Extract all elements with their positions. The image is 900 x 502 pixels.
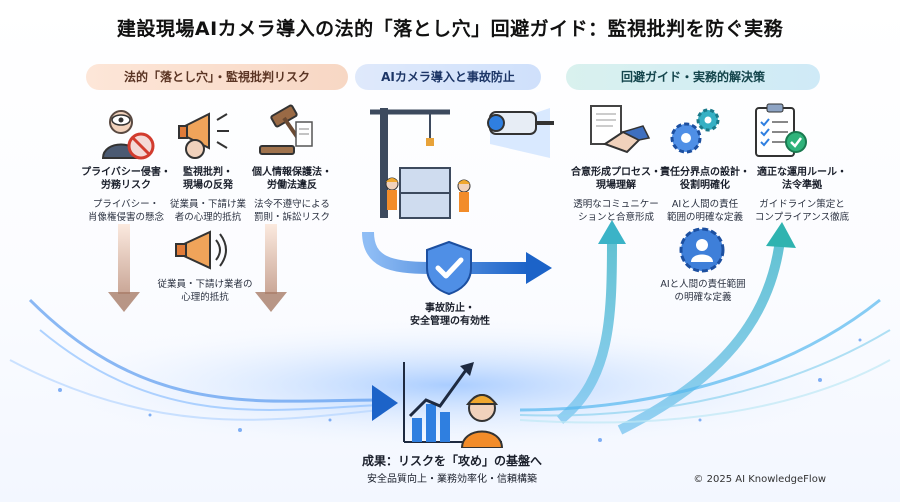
solution-desc-responsibility: AIと人間の責任 範囲の明確な定義 — [666, 199, 743, 223]
solution-title-consensus: 合意形成プロセス・ 現場理解 — [571, 167, 661, 191]
risk-title-law: 個人情報保護法・ 労働法違反 — [252, 167, 332, 191]
solution-desc-rules: ガイドライン策定と コンプライアンス徹底 — [754, 199, 850, 223]
risk-desc-surveillance: 従業員・下請け業 者の心理的抵抗 — [169, 199, 246, 223]
megaphone-icon — [175, 230, 227, 270]
page-title: 建設現場AIカメラ導入の法的「落とし穴」回避ガイド：監視批判を防ぐ実務 — [116, 18, 784, 40]
solution-title-rules: 適正な運用ルール・ 法令準拠 — [757, 167, 847, 191]
risk-desc-privacy: プライバシー・ 肖像権侵害の懸念 — [87, 199, 164, 223]
risk-desc-resistance: 従業員・下請け業者の 心理的抵抗 — [157, 279, 253, 303]
section-header-middle: AIカメラ導入と事故防止 — [355, 64, 541, 90]
section-header-right: 回避ガイド・実務的解決策 — [566, 64, 820, 90]
section-header-left: 法的「落とし穴」・監視批判リスク — [86, 64, 348, 90]
outcome-title: 成果：リスクを「攻め」の基盤へ — [361, 454, 542, 468]
risk-desc-law: 法令不遵守による 罰則・訴訟リスク — [253, 199, 330, 223]
shield-check-icon — [426, 240, 472, 296]
privacy-person-eye-icon — [101, 110, 155, 160]
copyright-text: © 2025 AI KnowledgeFlow — [693, 474, 826, 485]
megaphone-protest-icon — [178, 112, 229, 159]
growth-chart-worker-icon — [403, 362, 504, 448]
checklist-clipboard-icon — [755, 103, 807, 157]
gavel-law-icon — [259, 104, 313, 155]
middle-effect-label: 事故防止・ 安全管理の有効性 — [410, 303, 490, 327]
outcome-subtitle: 安全品質向上・業務効率化・信頼構築 — [367, 474, 537, 485]
handshake-agreement-icon — [590, 105, 651, 154]
solution-desc-ai-human: AIと人間の責任範囲 の明確な定義 — [660, 279, 746, 303]
ai-human-gear-icon — [679, 227, 725, 273]
risk-title-surveillance: 監視批判・ 現場の反発 — [183, 167, 233, 191]
risk-title-privacy: プライバシー侵害・ 労務リスク — [81, 167, 171, 191]
solution-desc-consensus: 透明なコミュニケー ションと合意形成 — [573, 199, 659, 223]
construction-site-camera-icon — [370, 108, 554, 219]
gears-icon — [670, 108, 720, 154]
solution-title-responsibility: 責任分界点の設計・ 役割明確化 — [660, 167, 750, 191]
